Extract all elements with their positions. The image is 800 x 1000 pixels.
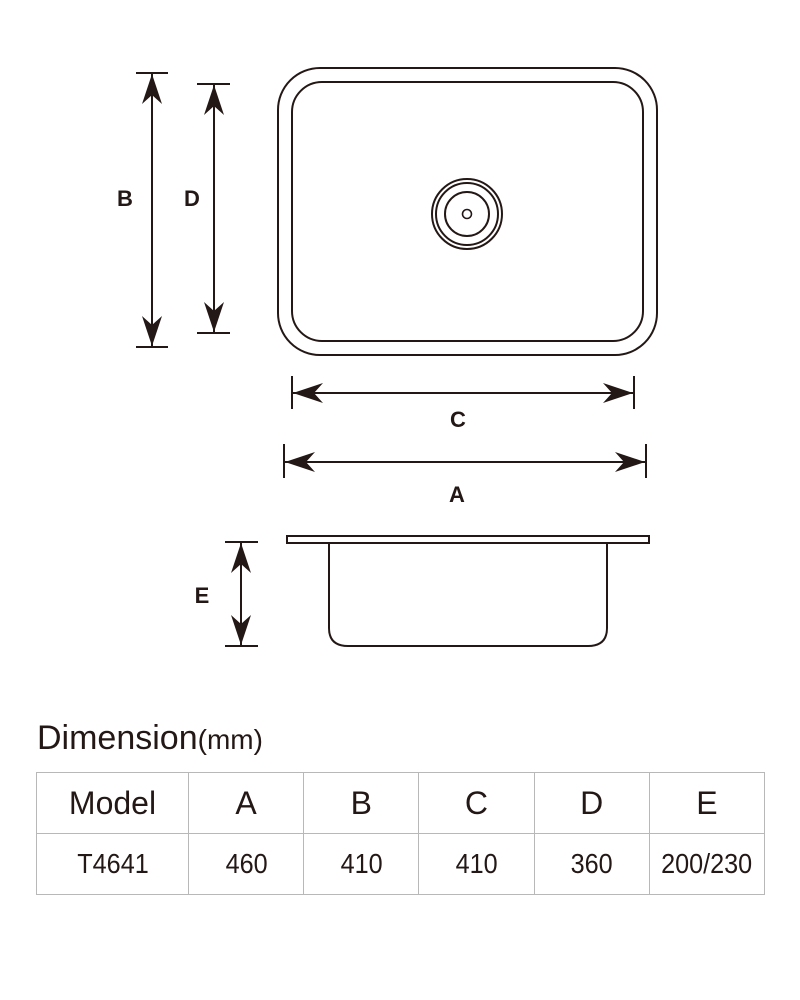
header-a: A bbox=[187, 772, 305, 834]
dimension-b bbox=[136, 72, 168, 348]
cell-d: 360 bbox=[539, 833, 644, 895]
label-d: D bbox=[184, 186, 200, 211]
sink-technical-drawing: B D C A E bbox=[117, 67, 658, 647]
sink-top-view bbox=[277, 67, 658, 356]
cell-e: 200/230 bbox=[654, 833, 760, 895]
header-model: Model bbox=[36, 772, 189, 834]
dimension-e bbox=[225, 541, 258, 647]
label-a: A bbox=[449, 482, 465, 507]
label-b: B bbox=[117, 186, 133, 211]
cell-c: 410 bbox=[424, 833, 529, 895]
dimension-table: Model A B C D E T4641 460 410 410 360 20… bbox=[36, 772, 766, 895]
header-d: D bbox=[533, 772, 650, 834]
sink-outer-rim bbox=[277, 67, 658, 356]
sink-side-view bbox=[286, 535, 650, 647]
dimension-a bbox=[283, 444, 647, 478]
header-c: C bbox=[418, 772, 535, 834]
dimension-title-text: Dimension bbox=[37, 719, 198, 757]
dimension-unit: (mm) bbox=[197, 724, 263, 755]
label-e: E bbox=[195, 583, 210, 608]
dimension-c bbox=[291, 376, 635, 409]
header-e: E bbox=[648, 772, 766, 834]
table-header-row: Model A B C D E bbox=[36, 772, 766, 834]
sink-inner-bowl bbox=[291, 81, 644, 342]
drain-icon bbox=[431, 178, 503, 250]
cell-b: 410 bbox=[308, 833, 414, 895]
dimension-title: Dimension(mm) bbox=[37, 718, 263, 760]
dimension-d bbox=[197, 83, 230, 334]
cell-model: T4641 bbox=[43, 833, 182, 895]
label-c: C bbox=[450, 407, 466, 432]
header-b: B bbox=[303, 772, 420, 834]
table-row: T4641 460 410 410 360 200/230 bbox=[37, 833, 765, 895]
sink-bowl-profile bbox=[328, 543, 608, 647]
cell-a: 460 bbox=[193, 833, 299, 895]
sink-flange bbox=[286, 535, 650, 544]
